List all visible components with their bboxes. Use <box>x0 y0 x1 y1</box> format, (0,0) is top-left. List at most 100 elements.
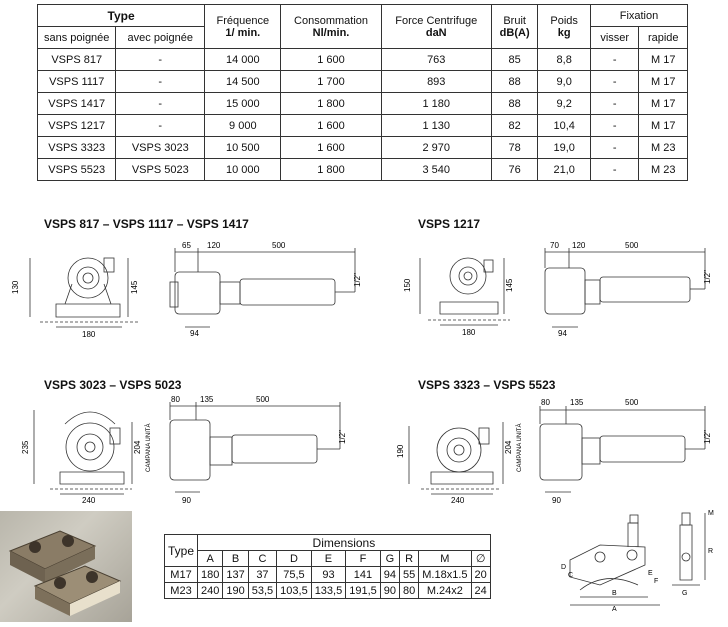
spec-cell-bruit: 88 <box>490 70 539 93</box>
spec-cell-sans: VSPS 1417 <box>36 92 117 115</box>
spec-cell-poids: 8,8 <box>537 48 591 71</box>
dim-thread-d3: 1/2" <box>338 430 347 444</box>
header-rapide: rapide <box>638 26 688 49</box>
spec-cell-force: 763 <box>380 48 492 71</box>
dim-h-d3: 235 <box>21 440 30 454</box>
dim-w-d1: 180 <box>82 330 96 339</box>
spec-cell-rapide: M 23 <box>638 136 688 159</box>
dims-cell: 191,5 <box>345 582 381 599</box>
drawing-d2: 150 145 180 70 120 500 1/2" 94 <box>403 241 712 338</box>
dims-cell: 180 <box>197 566 224 583</box>
header-frequence-line2: 1/ min. <box>225 26 261 39</box>
spec-cell-avec: - <box>115 70 206 93</box>
drawing-d4: 190 204 CAMPANA UNITÀ 240 80 135 500 1/2… <box>396 398 712 505</box>
header-fixation: Fixation <box>589 4 689 27</box>
spec-cell-avec: - <box>115 114 206 137</box>
header-poids-line1: Poids <box>550 14 578 27</box>
drawing-d1: 130 145 180 65 120 500 1/2" 94 <box>11 241 362 339</box>
dim-top2-d4: 135 <box>570 398 584 407</box>
spec-cell-rapide: M 17 <box>638 114 688 137</box>
dims-col-header: M <box>418 550 472 567</box>
header-force-line1: Force Centrifuge <box>395 14 478 27</box>
spec-cell-force: 1 130 <box>380 114 492 137</box>
vtext-d4: CAMPANA UNITÀ <box>516 423 523 472</box>
spec-cell-freq: 15 000 <box>204 92 282 115</box>
dim-len-d1: 500 <box>272 241 286 250</box>
drawing-title-d2: VSPS 1217 <box>418 217 481 231</box>
dim-h-d4: 190 <box>396 444 405 458</box>
spec-cell-poids: 9,0 <box>537 70 591 93</box>
dim-bot-d1: 94 <box>190 329 199 338</box>
dims-col-header: D <box>276 550 312 567</box>
dims-cell: 190 <box>222 582 249 599</box>
spec-cell-rapide: M 17 <box>638 92 688 115</box>
dims-row-type: M23 <box>163 582 199 599</box>
spec-cell-bruit: 85 <box>490 48 539 71</box>
mount-label-f: F <box>654 578 658 585</box>
spec-cell-freq: 14 500 <box>204 70 282 93</box>
header-force: Force Centrifuge daN <box>380 4 492 49</box>
dim-bot-d2: 94 <box>558 329 567 338</box>
mount-label-a: A <box>612 606 617 613</box>
vtext-d3: CAMPANA UNITÀ <box>145 423 152 472</box>
spec-cell-bruit: 76 <box>490 158 539 181</box>
header-type: Type <box>36 4 206 27</box>
dim-len-d3: 500 <box>256 395 270 404</box>
dims-col-header: ∅ <box>470 550 491 567</box>
spec-cell-avec: - <box>115 48 206 71</box>
dims-cell: 141 <box>345 566 381 583</box>
mount-label-g: G <box>682 590 687 597</box>
mount-label-m: M <box>708 510 714 517</box>
spec-cell-cons: 1 600 <box>280 48 382 71</box>
dim-top2-d1: 120 <box>207 241 221 250</box>
header-bruit-line2: dB(A) <box>499 26 530 39</box>
dim-h-d2: 150 <box>403 278 412 292</box>
spec-cell-poids: 10,4 <box>537 114 591 137</box>
dim-w-d3: 240 <box>82 496 96 505</box>
dims-cell: 53,5 <box>247 582 278 599</box>
header-avec-poignee: avec poignée <box>115 26 206 49</box>
dims-cell: 103,5 <box>276 582 312 599</box>
spec-cell-poids: 19,0 <box>537 136 591 159</box>
header-consommation-line1: Consommation <box>294 14 368 27</box>
header-poids: Poids kg <box>537 4 591 49</box>
dims-header-type: Type <box>163 534 199 567</box>
dims-cell: M.18x1.5 <box>418 566 472 583</box>
spec-cell-avec: - <box>115 92 206 115</box>
spec-cell-rapide: M 17 <box>638 70 688 93</box>
dims-col-header: R <box>398 550 420 567</box>
dim-h2-d1: 145 <box>130 280 139 294</box>
spec-cell-visser: - <box>589 158 640 181</box>
spec-cell-sans: VSPS 5523 <box>36 158 117 181</box>
mount-photo-illustration <box>8 530 122 616</box>
spec-cell-cons: 1 800 <box>280 92 382 115</box>
spec-cell-poids: 21,0 <box>537 158 591 181</box>
dim-h2-d2: 145 <box>505 278 514 292</box>
header-bruit: Bruit dB(A) <box>490 4 539 49</box>
header-consommation-line2: Nl/min. <box>312 26 350 39</box>
spec-cell-bruit: 78 <box>490 136 539 159</box>
spec-cell-sans: VSPS 1217 <box>36 114 117 137</box>
dims-cell: 24 <box>470 582 491 599</box>
dim-h2-d3: 204 <box>133 440 142 454</box>
dim-bot-d3: 90 <box>182 496 191 505</box>
header-visser: visser <box>589 26 640 49</box>
dim-thread-d1: 1/2" <box>353 273 362 287</box>
spec-cell-rapide: M 23 <box>638 158 688 181</box>
header-consommation: Consommation Nl/min. <box>280 4 382 49</box>
spec-cell-bruit: 82 <box>490 114 539 137</box>
dims-cell: 90 <box>379 582 401 599</box>
dims-col-header: A <box>197 550 224 567</box>
spec-cell-cons: 1 800 <box>280 158 382 181</box>
dims-cell: M.24x2 <box>418 582 472 599</box>
dims-row-type: M17 <box>163 566 199 583</box>
spec-cell-cons: 1 600 <box>280 114 382 137</box>
spec-cell-force: 1 180 <box>380 92 492 115</box>
header-frequence: Fréquence 1/ min. <box>204 4 282 49</box>
mount-label-b: B <box>612 590 617 597</box>
dim-thread-d4: 1/2" <box>703 430 712 444</box>
